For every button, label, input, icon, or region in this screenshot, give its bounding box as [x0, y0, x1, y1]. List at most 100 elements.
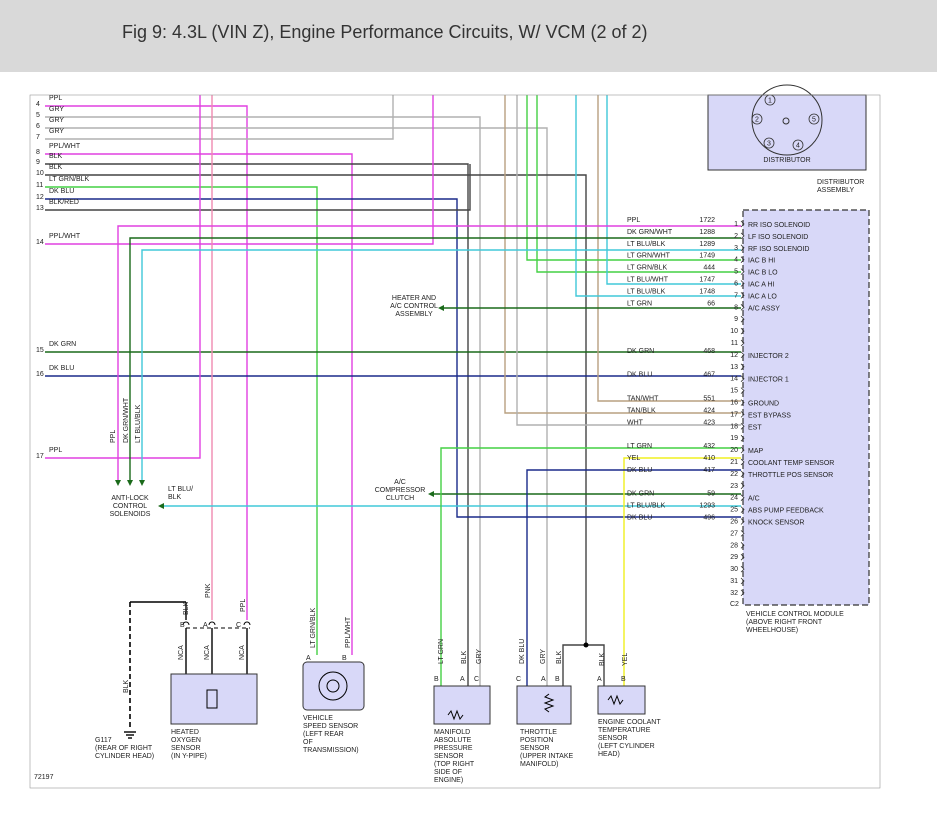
wire-pplwht-8 [45, 153, 353, 655]
tps-pin-a: A [541, 676, 546, 683]
tps-label-line: MANIFOLD) [520, 761, 559, 768]
distributor-pin [763, 137, 775, 149]
vcm-circuit-number: 424 [703, 407, 715, 414]
tps-label-line: POSITION [520, 737, 553, 744]
vcm-pin-number: 11 [731, 340, 738, 347]
ho2s-pin-b: B [180, 622, 185, 629]
left-wire-label: BLK [49, 164, 63, 171]
left-wire-label: BLK/RED [49, 199, 79, 206]
vcm-wire-label: LT GRN [627, 300, 652, 307]
distributor-pin [751, 113, 763, 125]
vcm-pin-label: KNOCK SENSOR [748, 520, 804, 527]
vcm-wire-label: DK GRN [627, 348, 654, 355]
vcm-wire-label: DK GRN [627, 491, 654, 498]
vcm-circuit-number: 417 [703, 467, 715, 474]
ho2s-nca: NCA [239, 645, 246, 660]
header-bar: Fig 9: 4.3L (VIN Z), Engine Performance … [0, 0, 937, 72]
left-wire-number: 6 [36, 123, 40, 130]
vcm-pin-number: 27 [730, 530, 738, 537]
vcm-pin-number: 28 [730, 542, 738, 549]
tps-resistor [543, 693, 555, 713]
vcm-pin-number: 2 [734, 233, 738, 240]
distributor-pin-label: 2 [755, 117, 759, 124]
wire-blk-10 [45, 174, 587, 645]
vcm-wire-label: TAN/WHT [627, 396, 659, 403]
vcm-pin-connector [740, 577, 745, 585]
ect-resistor [607, 694, 624, 706]
abs-solenoids-label-line: ANTI-LOCK [111, 495, 149, 502]
left-wire-label: DK BLU [49, 188, 74, 195]
vcm-wire-label: LT BLU/BLK [627, 503, 666, 510]
page-title: Fig 9: 4.3L (VIN Z), Engine Performance … [122, 22, 648, 42]
vcm-pin-label: A/C [748, 496, 760, 503]
ho2s-terminal [208, 621, 216, 626]
vcm-pin-label: IAC B LO [748, 270, 778, 277]
map-pin-c: C [474, 676, 479, 683]
vcm-pin-connector [740, 351, 745, 359]
vcm-wire-label: LT BLU/BLK [627, 241, 666, 248]
vcm-pin-connector [740, 375, 745, 382]
vcm-pin-connector [740, 589, 745, 597]
vss-gear [318, 671, 348, 701]
wire-ltgrnblk-11 [45, 186, 318, 655]
vcm-pin-number: 24 [730, 495, 738, 502]
vcm-pin-label: INJECTOR 2 [748, 353, 789, 360]
left-wire-label: DK GRN [49, 341, 76, 348]
left-wire-number: 7 [36, 134, 40, 141]
map-wire-ltgrn: LT GRN [438, 639, 445, 664]
vcm-pin-label: THROTTLE POS SENSOR [748, 472, 833, 479]
vcm-pin-number: 32 [730, 590, 738, 597]
tps-body [516, 685, 572, 725]
vcm-connector-c2: C2 [730, 601, 739, 608]
vcm-pin-connector [740, 470, 745, 478]
left-wire-number: 14 [36, 239, 44, 246]
left-wire-label: PPL [49, 95, 62, 102]
vcm-pin-connector [740, 304, 745, 311]
vcm-pin-number: 12 [730, 352, 738, 359]
map-wire-gry: GRY [476, 649, 483, 664]
map-label-line: SENSOR [434, 753, 464, 760]
diagram-frame [29, 94, 881, 789]
vcm-circuit-number: 1749 [699, 253, 715, 260]
ect-pin-a: A [597, 676, 602, 683]
ho2s-label-line: OXYGEN [171, 737, 201, 744]
vcm-wire-label: LT GRN/BLK [627, 265, 668, 272]
vcm-pin-number: 23 [730, 483, 738, 490]
arrow-abs [127, 480, 133, 486]
left-wire-number: 4 [36, 101, 40, 108]
vcm-pin-number: 14 [730, 376, 738, 383]
vcm-pin-label: A/C ASSY [748, 305, 780, 312]
map-label-line: ENGINE) [434, 777, 463, 784]
vcm-pin-number: 13 [730, 364, 738, 371]
distributor-pin-label: 4 [796, 143, 800, 150]
ho2s-label-line: SENSOR [171, 745, 201, 752]
left-wire-label: DK BLU [49, 365, 74, 372]
arrow-ac-clutch [428, 491, 434, 497]
vcm-pin-connector [740, 411, 745, 418]
ho2s-wire-ppl: PPL [240, 599, 247, 612]
vss-label-line: TRANSMISSION) [303, 747, 359, 754]
vcm-pin-connector [740, 482, 745, 490]
ho2s-body [170, 673, 258, 725]
ltblu-blk-label-line: BLK [168, 494, 182, 501]
vcm-pin-label: EST BYPASS [748, 412, 791, 419]
vcm-circuit-number: 1748 [699, 288, 715, 295]
ho2s-ground-blk: BLK [123, 679, 130, 693]
vcm-pin-connector [740, 292, 745, 299]
left-wire-number: 17 [36, 453, 44, 460]
vcm-pin-connector [740, 232, 745, 240]
wire-ltblublk-iac [575, 95, 741, 297]
vcm-pin-number: 5 [734, 269, 738, 276]
wire-ltgrnwht [526, 95, 741, 261]
vss-wire-pplwht: PPL/WHT [345, 616, 352, 648]
vcm-circuit-number: 467 [703, 372, 715, 379]
vcm-pin-label: IAC B HI [748, 258, 775, 265]
tps-wire-blk: BLK [556, 650, 563, 664]
vcm-wire-label: LT GRN/WHT [627, 253, 671, 260]
left-wire-label: PPL [49, 447, 62, 454]
vcm-circuit-number: 59 [707, 491, 715, 498]
map-resistor [447, 709, 464, 721]
ect-body [597, 685, 646, 715]
vcm-pin-label: COOLANT TEMP SENSOR [748, 460, 834, 467]
vcm-wire-label: WHT [627, 419, 644, 426]
